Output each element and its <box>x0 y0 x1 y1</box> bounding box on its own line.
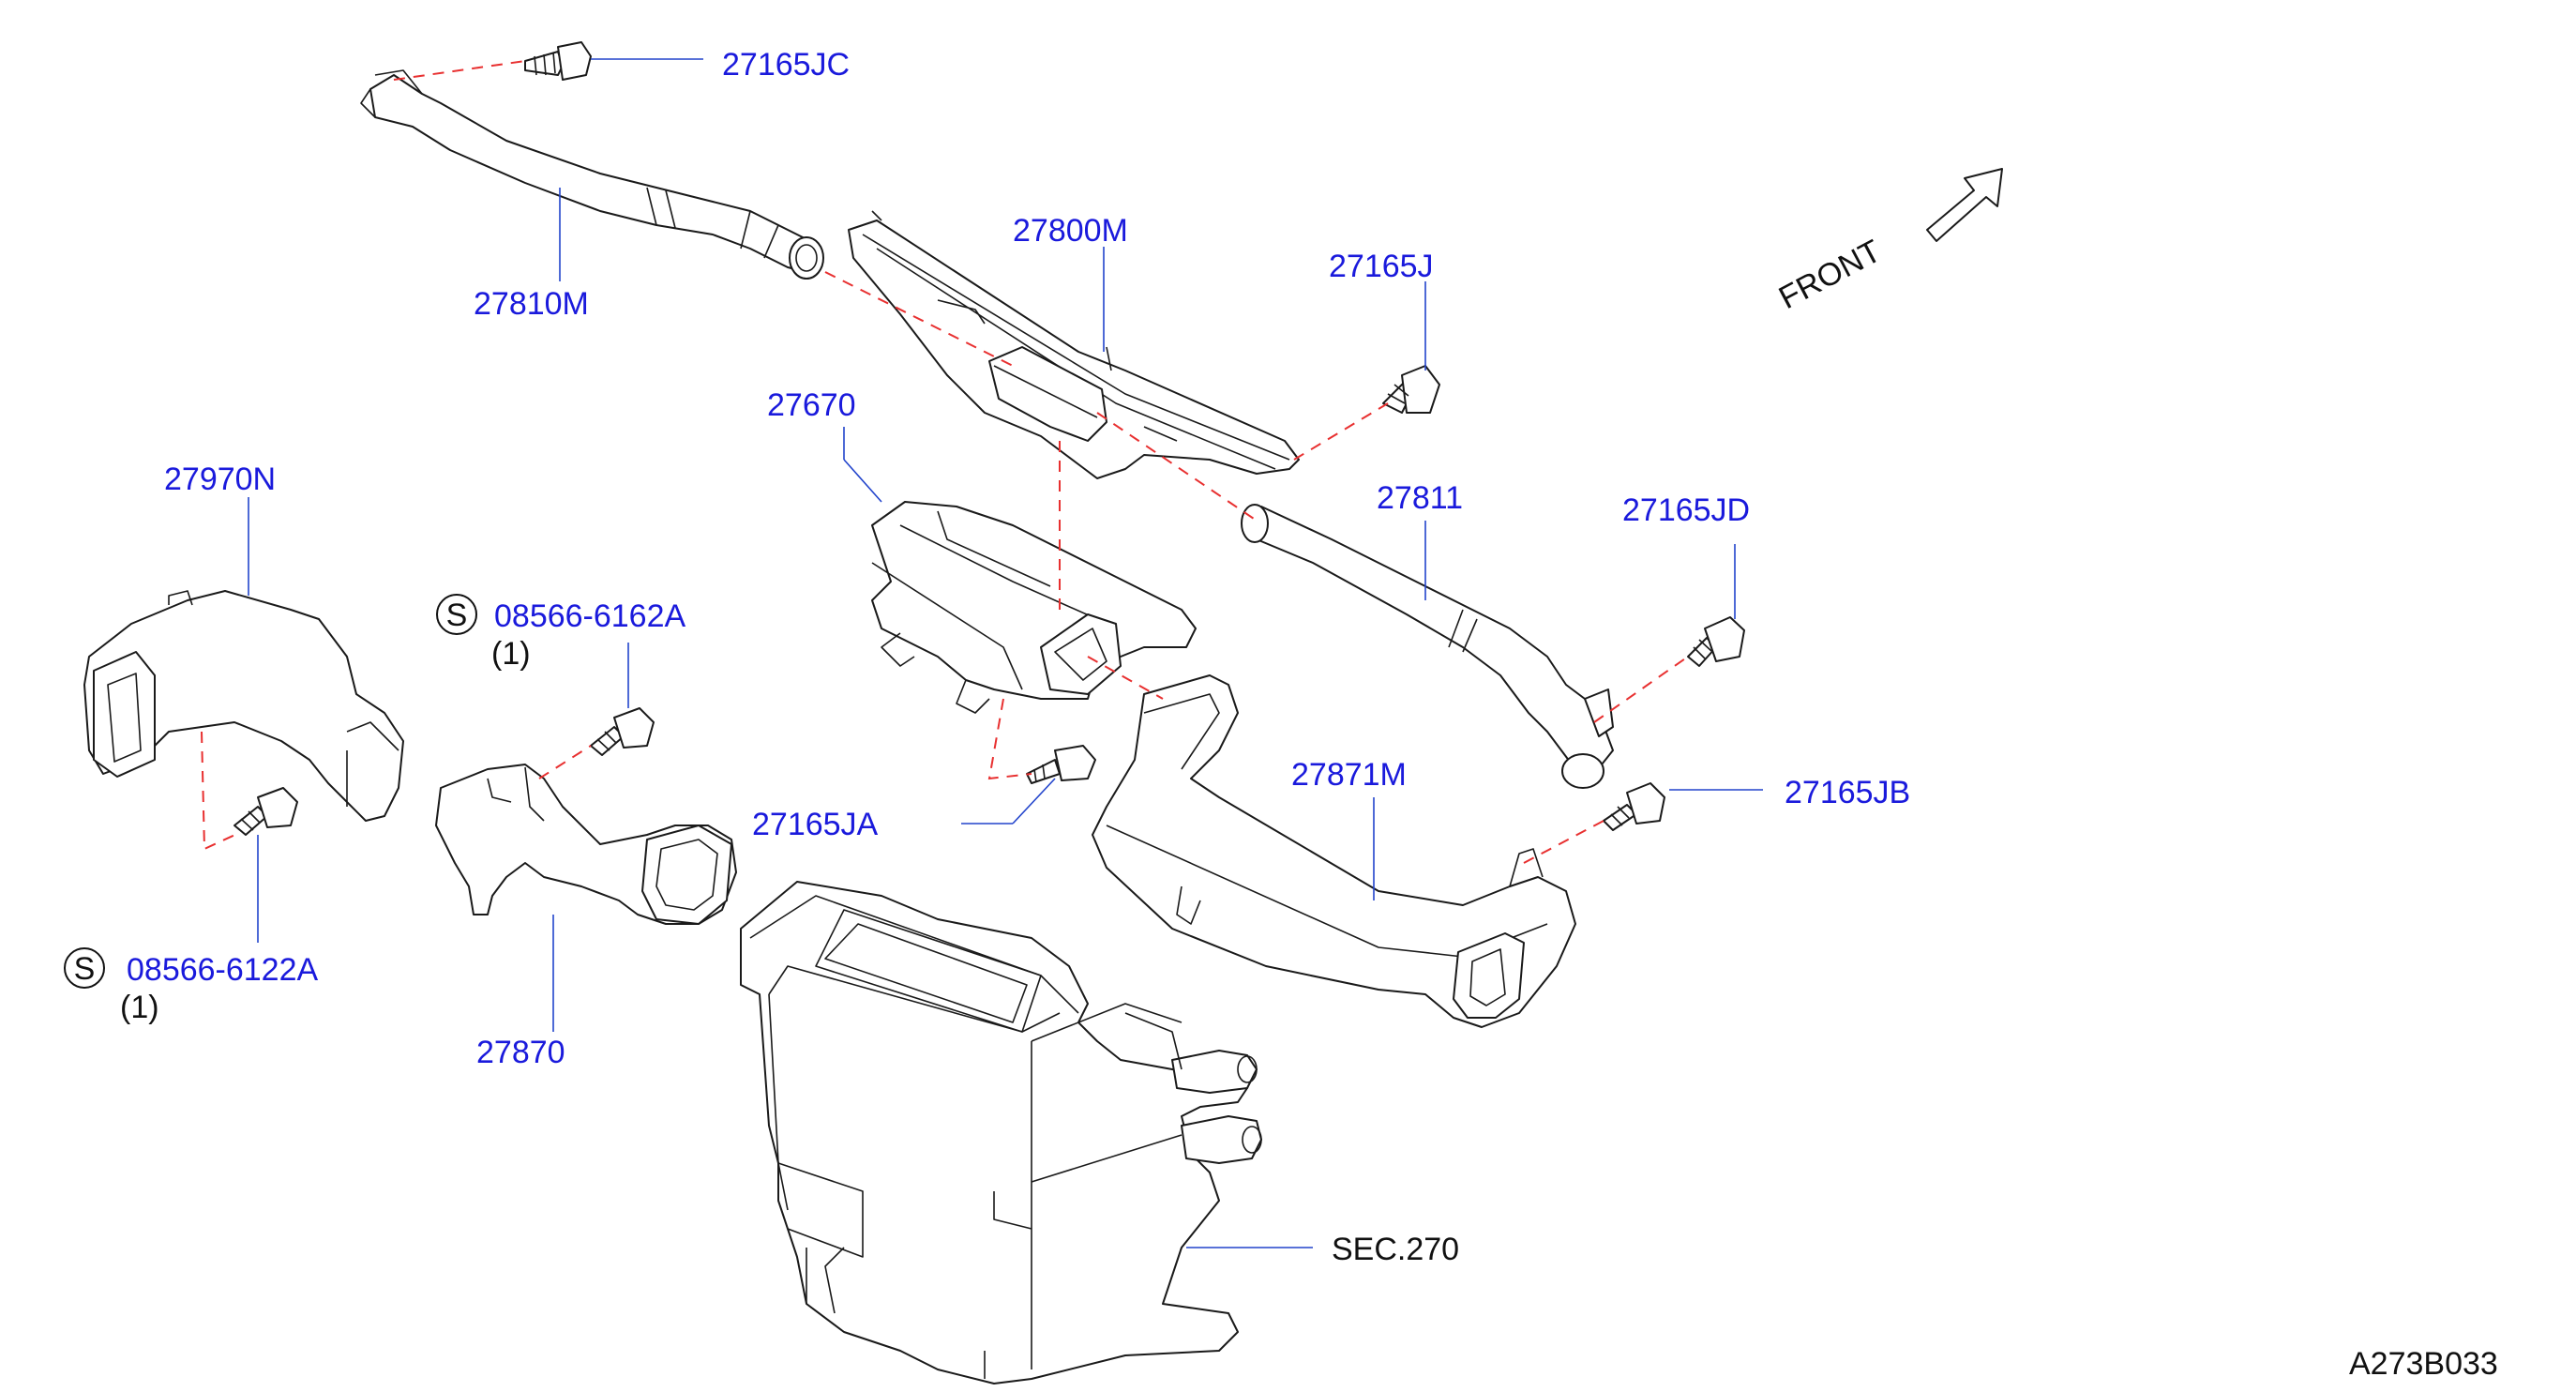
label-27165j: 27165J <box>1329 249 1434 284</box>
screw-27165jc <box>524 41 592 81</box>
label-qty-6122a: (1) <box>120 990 159 1025</box>
duct-27810m <box>360 69 824 280</box>
label-08566-6162a: 08566-6162A <box>494 598 686 634</box>
assembly-lines <box>201 60 1689 864</box>
label-27670: 27670 <box>767 387 856 423</box>
label-27870: 27870 <box>476 1035 565 1070</box>
screw-27165jb <box>1603 782 1665 831</box>
label-front: FRONT <box>1773 234 1887 317</box>
screw-27165j <box>1382 365 1440 414</box>
label-27810m: 27810M <box>474 286 589 322</box>
leader-lines <box>248 58 1763 1248</box>
heater-unit-sec270 <box>740 881 1262 1384</box>
screw-08566-6162a <box>590 707 655 756</box>
label-27970n: 27970N <box>164 461 276 497</box>
screw-27165ja <box>1026 745 1096 784</box>
hose-27811 <box>1241 504 1614 789</box>
label-sec270: SEC.270 <box>1332 1232 1459 1267</box>
nozzle-27670 <box>871 501 1197 714</box>
label-27165jc: 27165JC <box>722 47 850 83</box>
label-27165ja: 27165JA <box>752 807 879 842</box>
duct-27800m <box>848 210 1300 479</box>
label-qty-6162a: (1) <box>491 636 531 672</box>
screw-08566-6122a <box>233 787 298 836</box>
s-mark-6122a: S <box>64 947 105 989</box>
label-08566-6122a: 08566-6122A <box>127 952 319 988</box>
s-mark-6162a: S <box>436 594 477 635</box>
svg-text:S: S <box>74 951 96 987</box>
screw-27165jd <box>1687 616 1745 667</box>
label-27871m: 27871M <box>1291 757 1407 793</box>
duct-27870 <box>435 764 737 925</box>
label-27165jb: 27165JB <box>1785 775 1910 810</box>
duct-27871m <box>1092 674 1576 1028</box>
label-diagram-id: A273B033 <box>2349 1346 2498 1382</box>
label-27165jd: 27165JD <box>1622 492 1750 528</box>
svg-text:S: S <box>446 598 468 633</box>
duct-27970n <box>83 590 404 822</box>
front-arrow <box>1926 168 2003 242</box>
label-27800m: 27800M <box>1013 213 1128 249</box>
label-27811: 27811 <box>1377 480 1463 516</box>
